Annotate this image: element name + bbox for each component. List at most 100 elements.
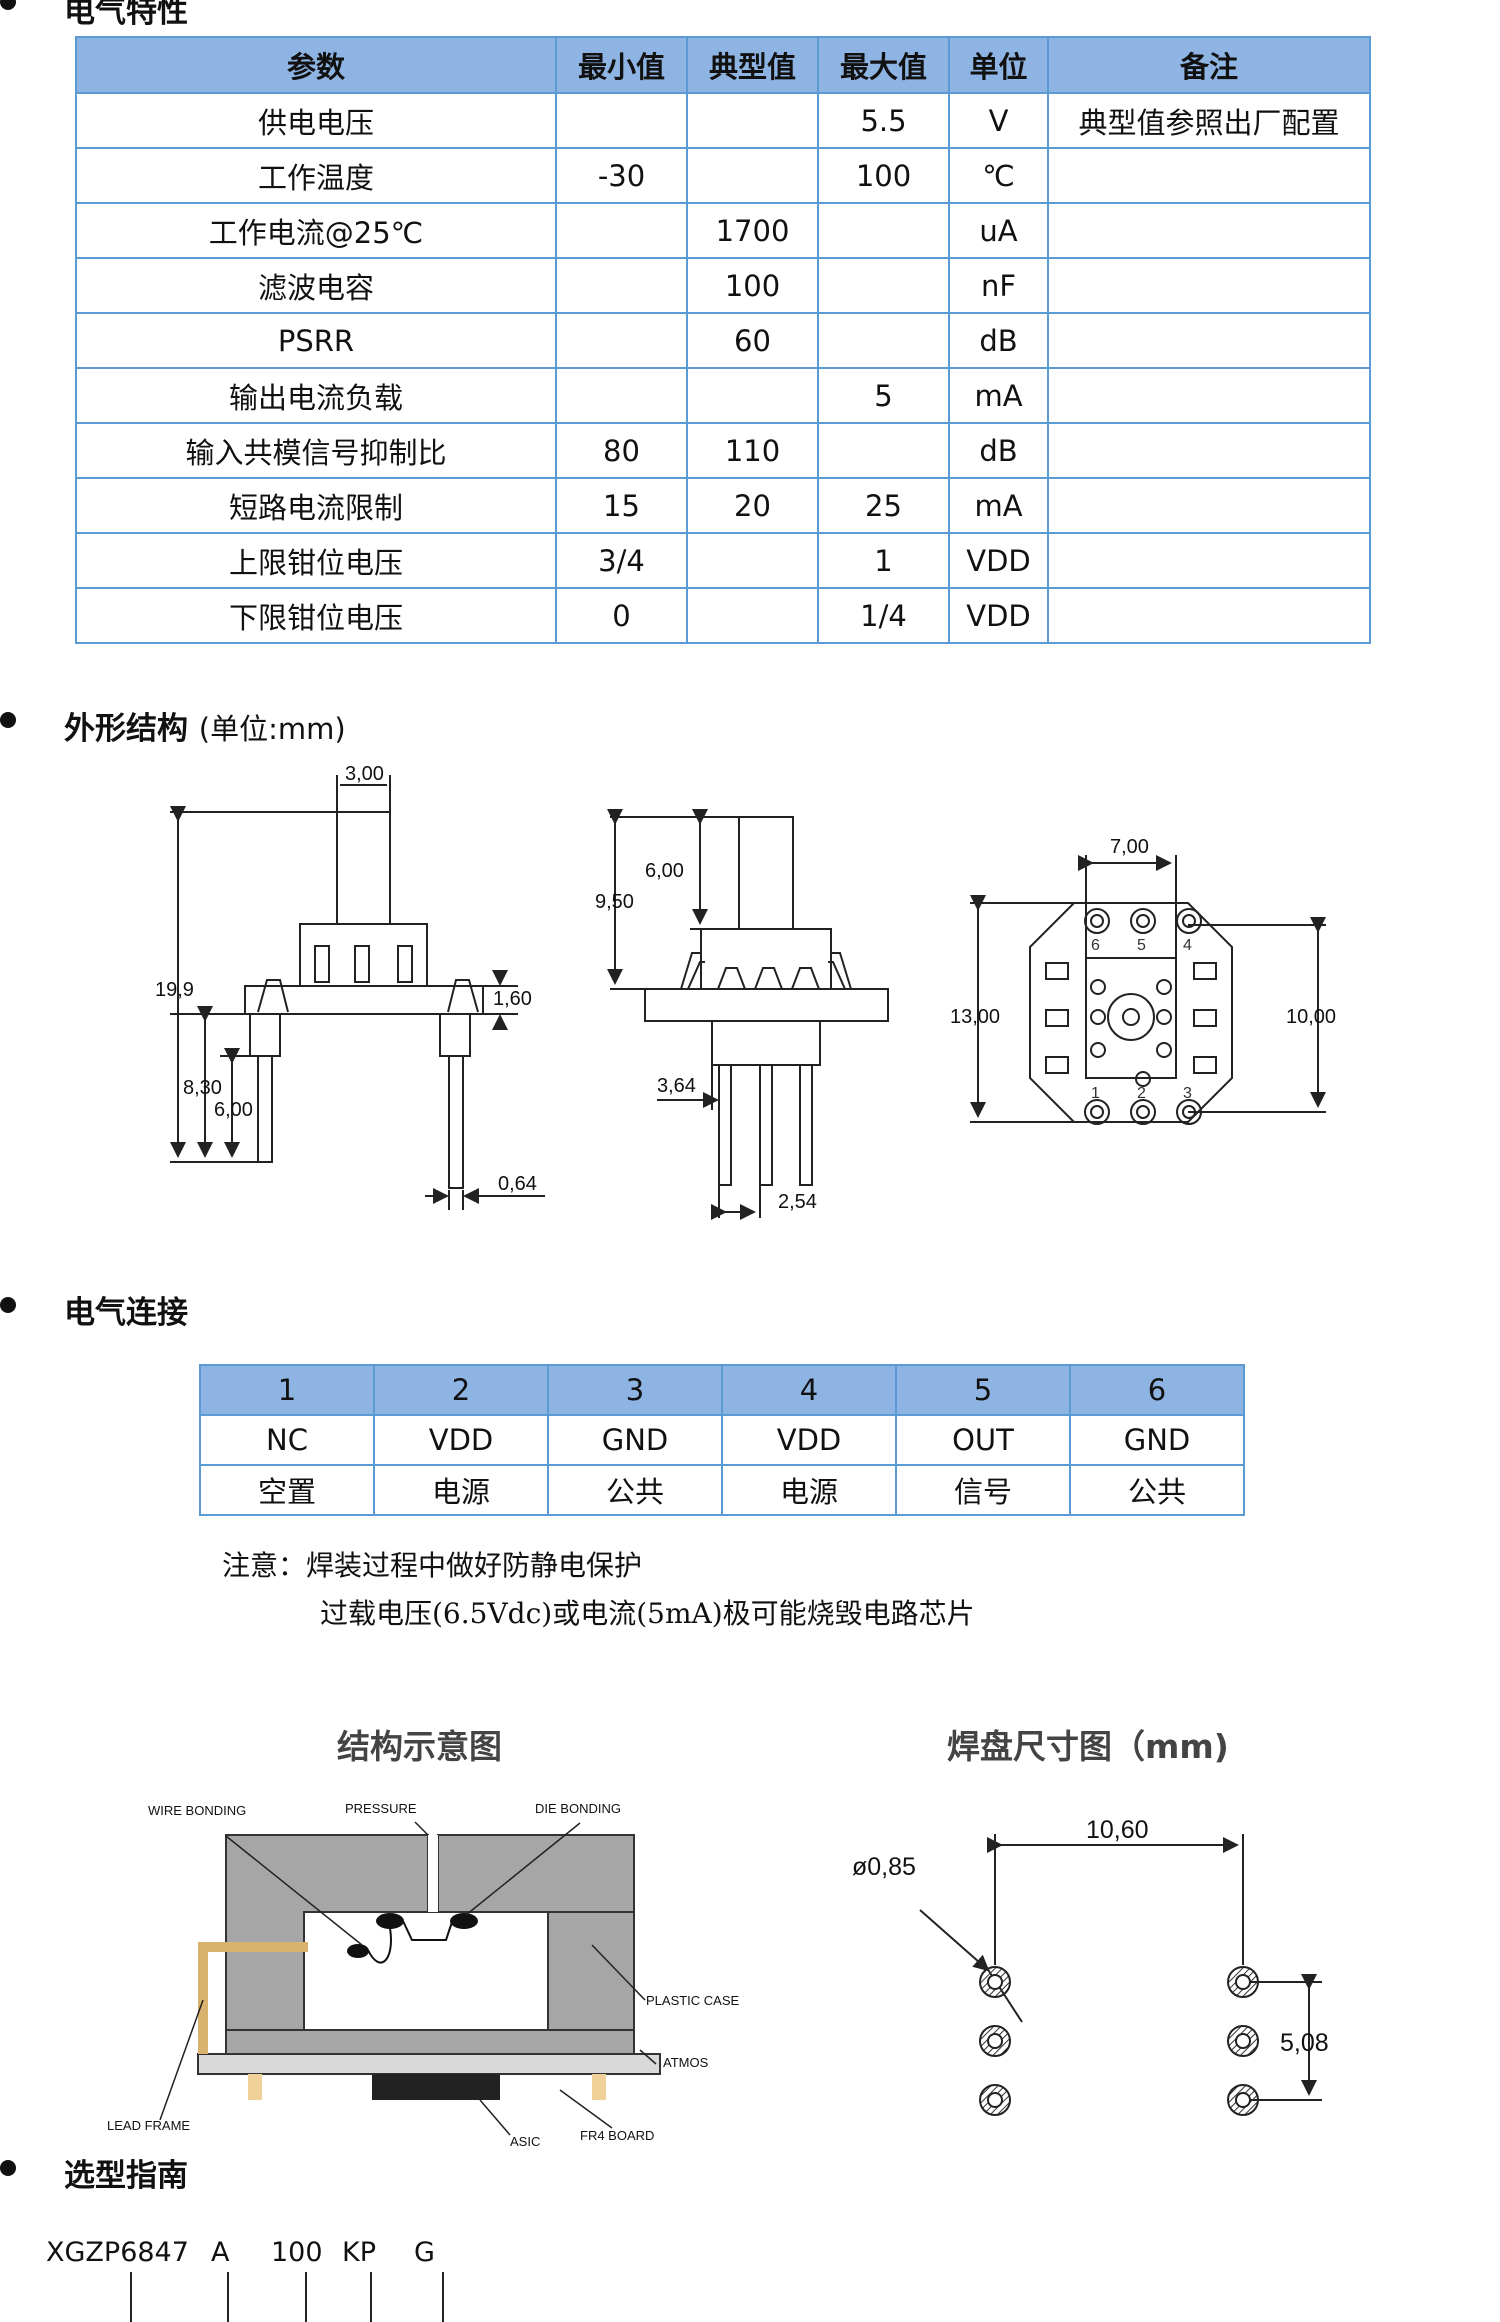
- spec-cell: [1047, 422, 1371, 479]
- spec-cell: [1047, 202, 1371, 259]
- spec-cell: nF: [948, 257, 1049, 314]
- dim-label: 3,00: [345, 763, 384, 785]
- pad-dim-pitch: 10,60: [1086, 1820, 1149, 1844]
- pin-number-cell: 6: [1069, 1364, 1245, 1416]
- spec-cell: [555, 367, 688, 424]
- spec-cell: [1047, 147, 1371, 204]
- dim-label: 2,54: [778, 1191, 817, 1213]
- pin-number-cell: 4: [721, 1364, 897, 1416]
- spec-cell: ℃: [948, 147, 1049, 204]
- spec-cell: 25: [817, 477, 950, 534]
- pin-number: 2: [1137, 1085, 1146, 1102]
- selection-code-part: XGZP6847: [46, 2237, 189, 2268]
- dim-label: 3,64: [657, 1075, 696, 1097]
- pin-table: 1 2 3 4 5 6 NC VDD GND VDD OUT GND 空置 电源…: [199, 1364, 1245, 1516]
- pin-meaning-cell: 空置: [199, 1464, 375, 1516]
- spec-cell: 工作温度: [75, 147, 557, 204]
- spec-cell: [817, 422, 950, 479]
- selection-guide-lines: [130, 2272, 444, 2322]
- structure-caption: 结构示意图: [337, 1727, 502, 1766]
- spec-cell: 工作电流@25℃: [75, 202, 557, 259]
- spec-cell: [1047, 477, 1371, 534]
- pin-meaning-cell: 电源: [721, 1464, 897, 1516]
- outline-title-text: 外形结构: [64, 711, 188, 747]
- spec-cell: 供电电压: [75, 92, 557, 149]
- structure-diagram: WIRE BONDING PRESSURE DIE BONDING PLASTI…: [107, 1801, 740, 2149]
- spec-cell: [817, 202, 950, 259]
- selection-code-part: G: [414, 2237, 435, 2268]
- spec-row: 工作电流@25℃ 1700 uA: [75, 202, 1371, 259]
- section-title-outline: 外形结构 (单位:mm): [64, 703, 346, 748]
- note-line-2: 过载电压(6.5Vdc)或电流(5mA)极可能烧毁电路芯片: [320, 1597, 975, 1630]
- spec-cell: V: [948, 92, 1049, 149]
- pin-meaning-row: 空置 电源 公共 电源 信号 公共: [199, 1464, 1245, 1516]
- section-title-electrical: 电气特性: [64, 0, 188, 30]
- outline-drawing: 3,00 19,9 1,60 8,30 6,00 0,64 6,00 9,50 …: [155, 763, 1336, 1220]
- spec-cell: [1047, 532, 1371, 589]
- spec-cell: 1: [817, 532, 950, 589]
- pin-meaning-cell: 公共: [547, 1464, 723, 1516]
- spec-cell: [686, 587, 819, 644]
- dim-label: 6,00: [645, 860, 684, 882]
- pin-number: 6: [1091, 937, 1100, 954]
- dim-label: 19,9: [155, 979, 194, 1001]
- pin-meaning-cell: 公共: [1069, 1464, 1245, 1516]
- spec-cell: 典型值参照出厂配置: [1047, 92, 1371, 149]
- spec-cell: 1/4: [817, 587, 950, 644]
- selection-code-part: 100: [271, 2237, 323, 2268]
- pin-number-cell: 5: [895, 1364, 1071, 1416]
- spec-cell: 短路电流限制: [75, 477, 557, 534]
- label-plastic-case: PLASTIC CASE: [646, 1993, 740, 2008]
- spec-cell: 100: [817, 147, 950, 204]
- dim-label: 9,50: [595, 891, 634, 913]
- spec-cell: mA: [948, 477, 1049, 534]
- section-bullet: [0, 0, 16, 10]
- label-wire-bonding: WIRE BONDING: [148, 1803, 246, 1818]
- spec-cell: dB: [948, 422, 1049, 479]
- pin-signal-cell: GND: [1069, 1414, 1245, 1466]
- section-bullet: [0, 2160, 16, 2176]
- spec-cell: [1047, 312, 1371, 369]
- spec-cell: 20: [686, 477, 819, 534]
- pin-meaning-cell: 信号: [895, 1464, 1071, 1516]
- section-title-connection: 电气连接: [64, 1295, 188, 1331]
- spec-cell: 80: [555, 422, 688, 479]
- spec-cell: [555, 92, 688, 149]
- pin-number-cell: 2: [373, 1364, 549, 1416]
- spec-cell: mA: [948, 367, 1049, 424]
- pin-signal-cell: NC: [199, 1414, 375, 1466]
- spec-cell: uA: [948, 202, 1049, 259]
- section-bullet: [0, 712, 16, 728]
- spec-header-cell: 典型值: [686, 36, 819, 94]
- spec-cell: 5.5: [817, 92, 950, 149]
- spec-cell: 110: [686, 422, 819, 479]
- pin-number: 5: [1137, 937, 1146, 954]
- spec-cell: 1700: [686, 202, 819, 259]
- spec-cell: 100: [686, 257, 819, 314]
- spec-cell: [1047, 587, 1371, 644]
- pin-number: 4: [1183, 937, 1192, 954]
- spec-cell: [686, 147, 819, 204]
- label-fr4: FR4 BOARD: [580, 2128, 654, 2143]
- spec-cell: [686, 92, 819, 149]
- dim-label: 8,30: [183, 1077, 222, 1099]
- spec-cell: 输出电流负载: [75, 367, 557, 424]
- pin-signal-cell: OUT: [895, 1414, 1071, 1466]
- pin-number-cell: 1: [199, 1364, 375, 1416]
- spec-cell: VDD: [948, 587, 1049, 644]
- spec-cell: PSRR: [75, 312, 557, 369]
- label-pressure: PRESSURE: [345, 1801, 417, 1816]
- spec-cell: 输入共模信号抑制比: [75, 422, 557, 479]
- label-die-bonding: DIE BONDING: [535, 1801, 621, 1816]
- spec-cell: [1047, 367, 1371, 424]
- spec-cell: [1047, 257, 1371, 314]
- spec-cell: [555, 312, 688, 369]
